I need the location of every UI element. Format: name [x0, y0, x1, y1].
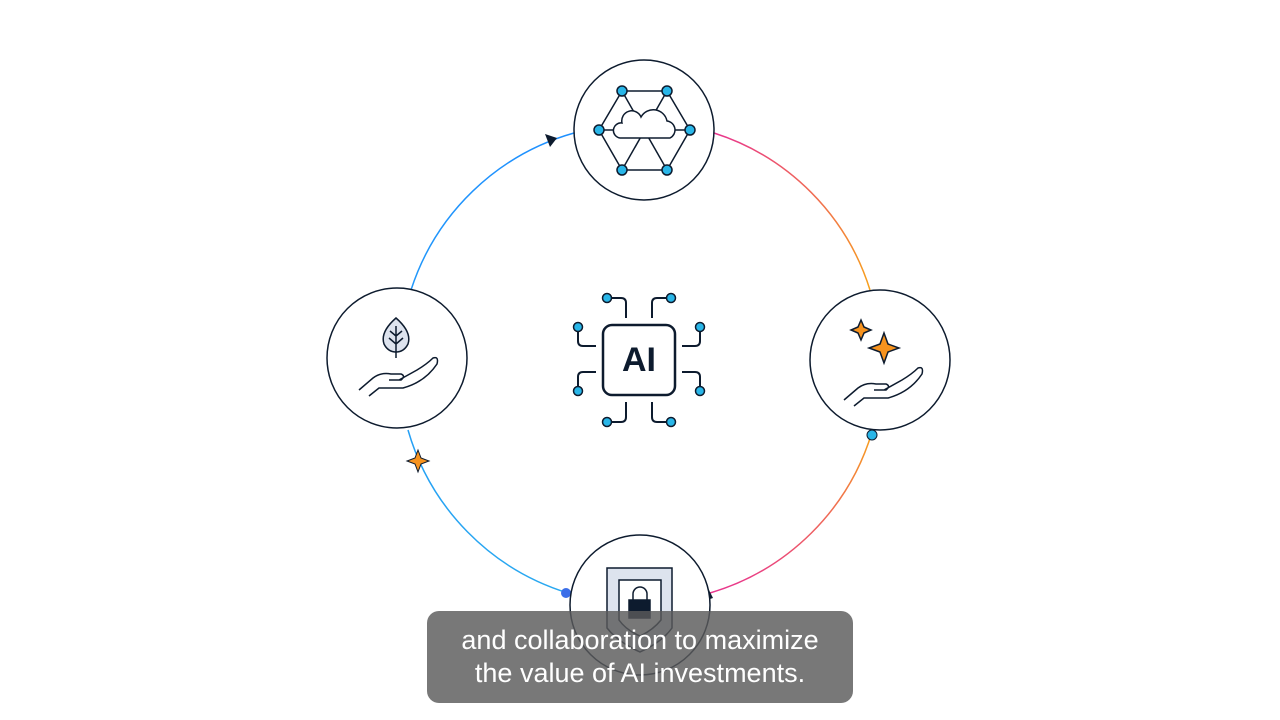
ring-dot: [866, 429, 878, 441]
star-icon: [405, 448, 431, 474]
ring-arc-bottom-right: [709, 431, 873, 594]
subtitle-caption: and collaboration to maximize the value …: [427, 611, 853, 703]
ring-arc-top-right: [713, 132, 871, 291]
cloud-network-icon: [593, 85, 696, 176]
node-sustainability: [326, 287, 468, 429]
ai-center-label: AI: [622, 340, 656, 379]
leaf-hand-icon: [358, 317, 439, 397]
caption-line-2: the value of AI investments.: [474, 658, 806, 688]
ring-dot: [561, 588, 571, 598]
caption-line-1: and collaboration to maximize: [461, 625, 819, 655]
node-sparkle-hand: [809, 289, 951, 431]
sparkle-hand-icon: [843, 318, 924, 407]
node-cloud-network: [573, 59, 715, 201]
ai-chip-icon: [572, 292, 706, 428]
arrow-head-icon: [545, 134, 557, 147]
